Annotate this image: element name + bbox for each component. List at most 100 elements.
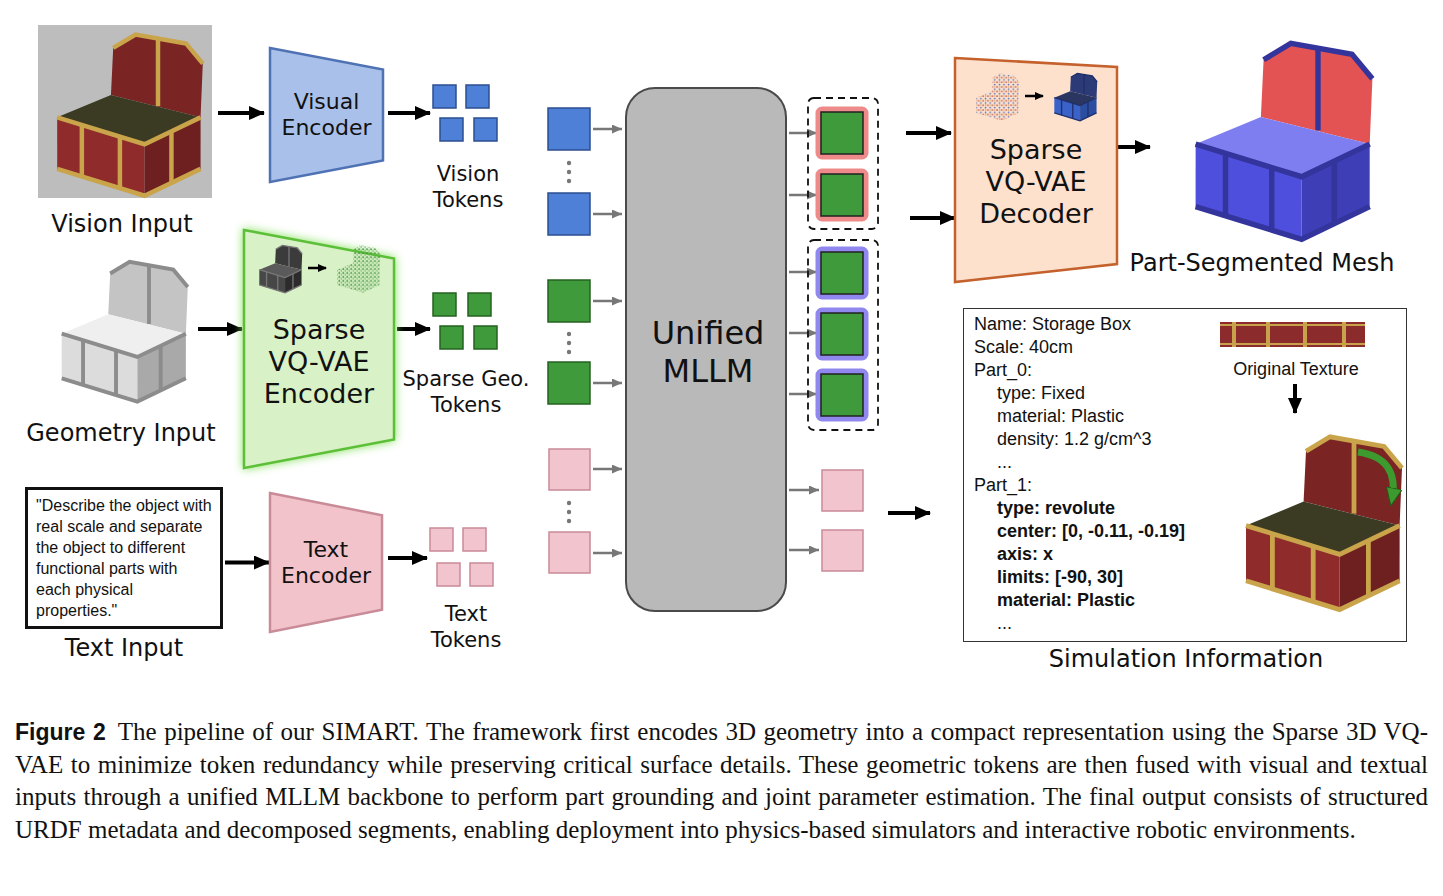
illustration-part bbox=[593, 468, 622, 471]
heading-holder: Text Input bbox=[25, 634, 223, 662]
caption-text: The pipeline of our SIMART. The framewor… bbox=[15, 718, 1428, 843]
prompt-text: "Describe the object with real scale and… bbox=[36, 495, 212, 621]
label-holder: Geometry Input bbox=[26, 418, 215, 448]
dashed-group bbox=[808, 98, 878, 229]
illustration-part bbox=[259, 245, 302, 293]
illustration-part bbox=[593, 300, 622, 303]
illustration-part bbox=[1266, 322, 1270, 347]
node-shape bbox=[270, 48, 383, 182]
spec-line: ... bbox=[997, 451, 1185, 474]
spec-line: Scale: 40cm bbox=[974, 336, 1185, 359]
encoder-trapezoid: Sparse VQ-VAE Encoder bbox=[244, 230, 394, 468]
illustration-part bbox=[819, 311, 865, 357]
illustration-part bbox=[1054, 73, 1097, 121]
label-holder: Part-Segmented Mesh bbox=[1130, 248, 1395, 278]
segmented-mesh bbox=[1196, 43, 1373, 239]
spec-line: material: Plastic bbox=[997, 589, 1185, 612]
illustration-part bbox=[548, 280, 590, 322]
box-heading: Text Input bbox=[25, 634, 223, 662]
textured-chest bbox=[1246, 437, 1402, 610]
label-holder: Text Tokens bbox=[416, 601, 516, 653]
illustration-part bbox=[819, 372, 865, 418]
illustration-part bbox=[819, 250, 865, 296]
illustration-part bbox=[463, 528, 486, 551]
encoder-trapezoid: Text Encoder bbox=[270, 493, 382, 632]
node-label: Visual Encoder bbox=[274, 89, 380, 141]
texture-caption-holder: Original Texture bbox=[1233, 359, 1359, 380]
illustration-part bbox=[567, 350, 571, 354]
spec-line: Part_0: bbox=[974, 359, 1185, 382]
mesh-tokens bbox=[819, 110, 865, 571]
node-shape bbox=[955, 58, 1117, 282]
illustration-part bbox=[218, 111, 264, 115]
illustration-part bbox=[593, 213, 622, 216]
illustration-part bbox=[397, 327, 430, 331]
illustration-part bbox=[822, 530, 863, 571]
prompt-box: "Describe the object with real scale and… bbox=[25, 487, 223, 629]
geo-tokens bbox=[433, 293, 497, 349]
figure-number: Figure 2 bbox=[15, 719, 106, 745]
illustration-part bbox=[308, 267, 326, 270]
illustration-part bbox=[388, 111, 430, 115]
illustration-part bbox=[821, 374, 863, 416]
illustration-part bbox=[430, 528, 453, 551]
spec-line: type: Fixed bbox=[997, 382, 1185, 405]
illustration-part bbox=[549, 532, 590, 573]
rotation-arrow bbox=[1358, 452, 1393, 500]
illustration-part bbox=[548, 362, 590, 404]
encoder-trapezoid: Visual Encoder bbox=[270, 48, 383, 182]
token-column bbox=[548, 108, 590, 573]
illustration-part bbox=[466, 85, 489, 108]
illustration-part bbox=[198, 327, 242, 331]
photo-ground bbox=[38, 25, 212, 198]
illustration-part bbox=[440, 118, 463, 141]
illustration-part bbox=[474, 326, 497, 349]
illustration-part bbox=[976, 73, 1019, 121]
illustration-part bbox=[819, 110, 865, 156]
node-shape bbox=[270, 493, 382, 632]
illustration-part bbox=[1220, 322, 1365, 347]
figure-label: Sparse Geo. Tokens bbox=[391, 366, 541, 418]
illustration-part bbox=[593, 382, 622, 385]
label-holder: Vision Tokens bbox=[418, 161, 518, 213]
illustration-part bbox=[821, 313, 863, 355]
spec-line: Part_1: bbox=[974, 474, 1185, 497]
text-holder: Sparse VQ-VAE Encoder bbox=[251, 314, 387, 410]
node-label: Sparse VQ-VAE Encoder bbox=[251, 314, 387, 410]
panel-heading: Simulation Information bbox=[964, 645, 1408, 673]
illustration-part bbox=[470, 563, 493, 586]
node-label: Sparse VQ-VAE Decoder bbox=[965, 134, 1107, 230]
spec-panel: Name: Storage BoxScale: 40cmPart_0:type:… bbox=[963, 308, 1407, 642]
illustration-part bbox=[888, 511, 930, 515]
chest-photo bbox=[57, 34, 203, 195]
texture-caption: Original Texture bbox=[1233, 359, 1359, 380]
illustration-part bbox=[789, 194, 817, 197]
illustration-part bbox=[1342, 322, 1346, 347]
illustration-part bbox=[910, 216, 955, 220]
figure-label: Vision Tokens bbox=[418, 161, 518, 213]
illustration-part bbox=[548, 193, 590, 235]
spec-line: ... bbox=[997, 612, 1185, 635]
spec-line: material: Plastic bbox=[997, 405, 1185, 428]
spec-line: axis: x bbox=[997, 543, 1185, 566]
figure-label: Vision Input bbox=[51, 209, 192, 239]
illustration-part bbox=[437, 563, 460, 586]
process-icon bbox=[971, 68, 1101, 124]
heading-holder: Simulation Information bbox=[964, 645, 1408, 673]
label-holder: Sparse Geo. Tokens bbox=[391, 366, 541, 418]
illustration-part bbox=[819, 172, 865, 218]
spec-list: Name: Storage BoxScale: 40cmPart_0:type:… bbox=[974, 313, 1185, 635]
illustration-part bbox=[549, 449, 590, 490]
illustration-part bbox=[567, 510, 571, 514]
connector bbox=[225, 561, 269, 565]
text-holder: Unified MLLM bbox=[638, 314, 778, 390]
spec-line: center: [0, -0.11, -0.19] bbox=[997, 520, 1185, 543]
node-label: Unified MLLM bbox=[638, 314, 778, 390]
illustration-part bbox=[567, 179, 571, 183]
illustration-part bbox=[789, 549, 819, 552]
illustration-part bbox=[440, 326, 463, 349]
illustration-part bbox=[337, 245, 380, 293]
decoder-panel: Sparse VQ-VAE Decoder bbox=[955, 58, 1117, 282]
dashed-group bbox=[808, 240, 878, 430]
